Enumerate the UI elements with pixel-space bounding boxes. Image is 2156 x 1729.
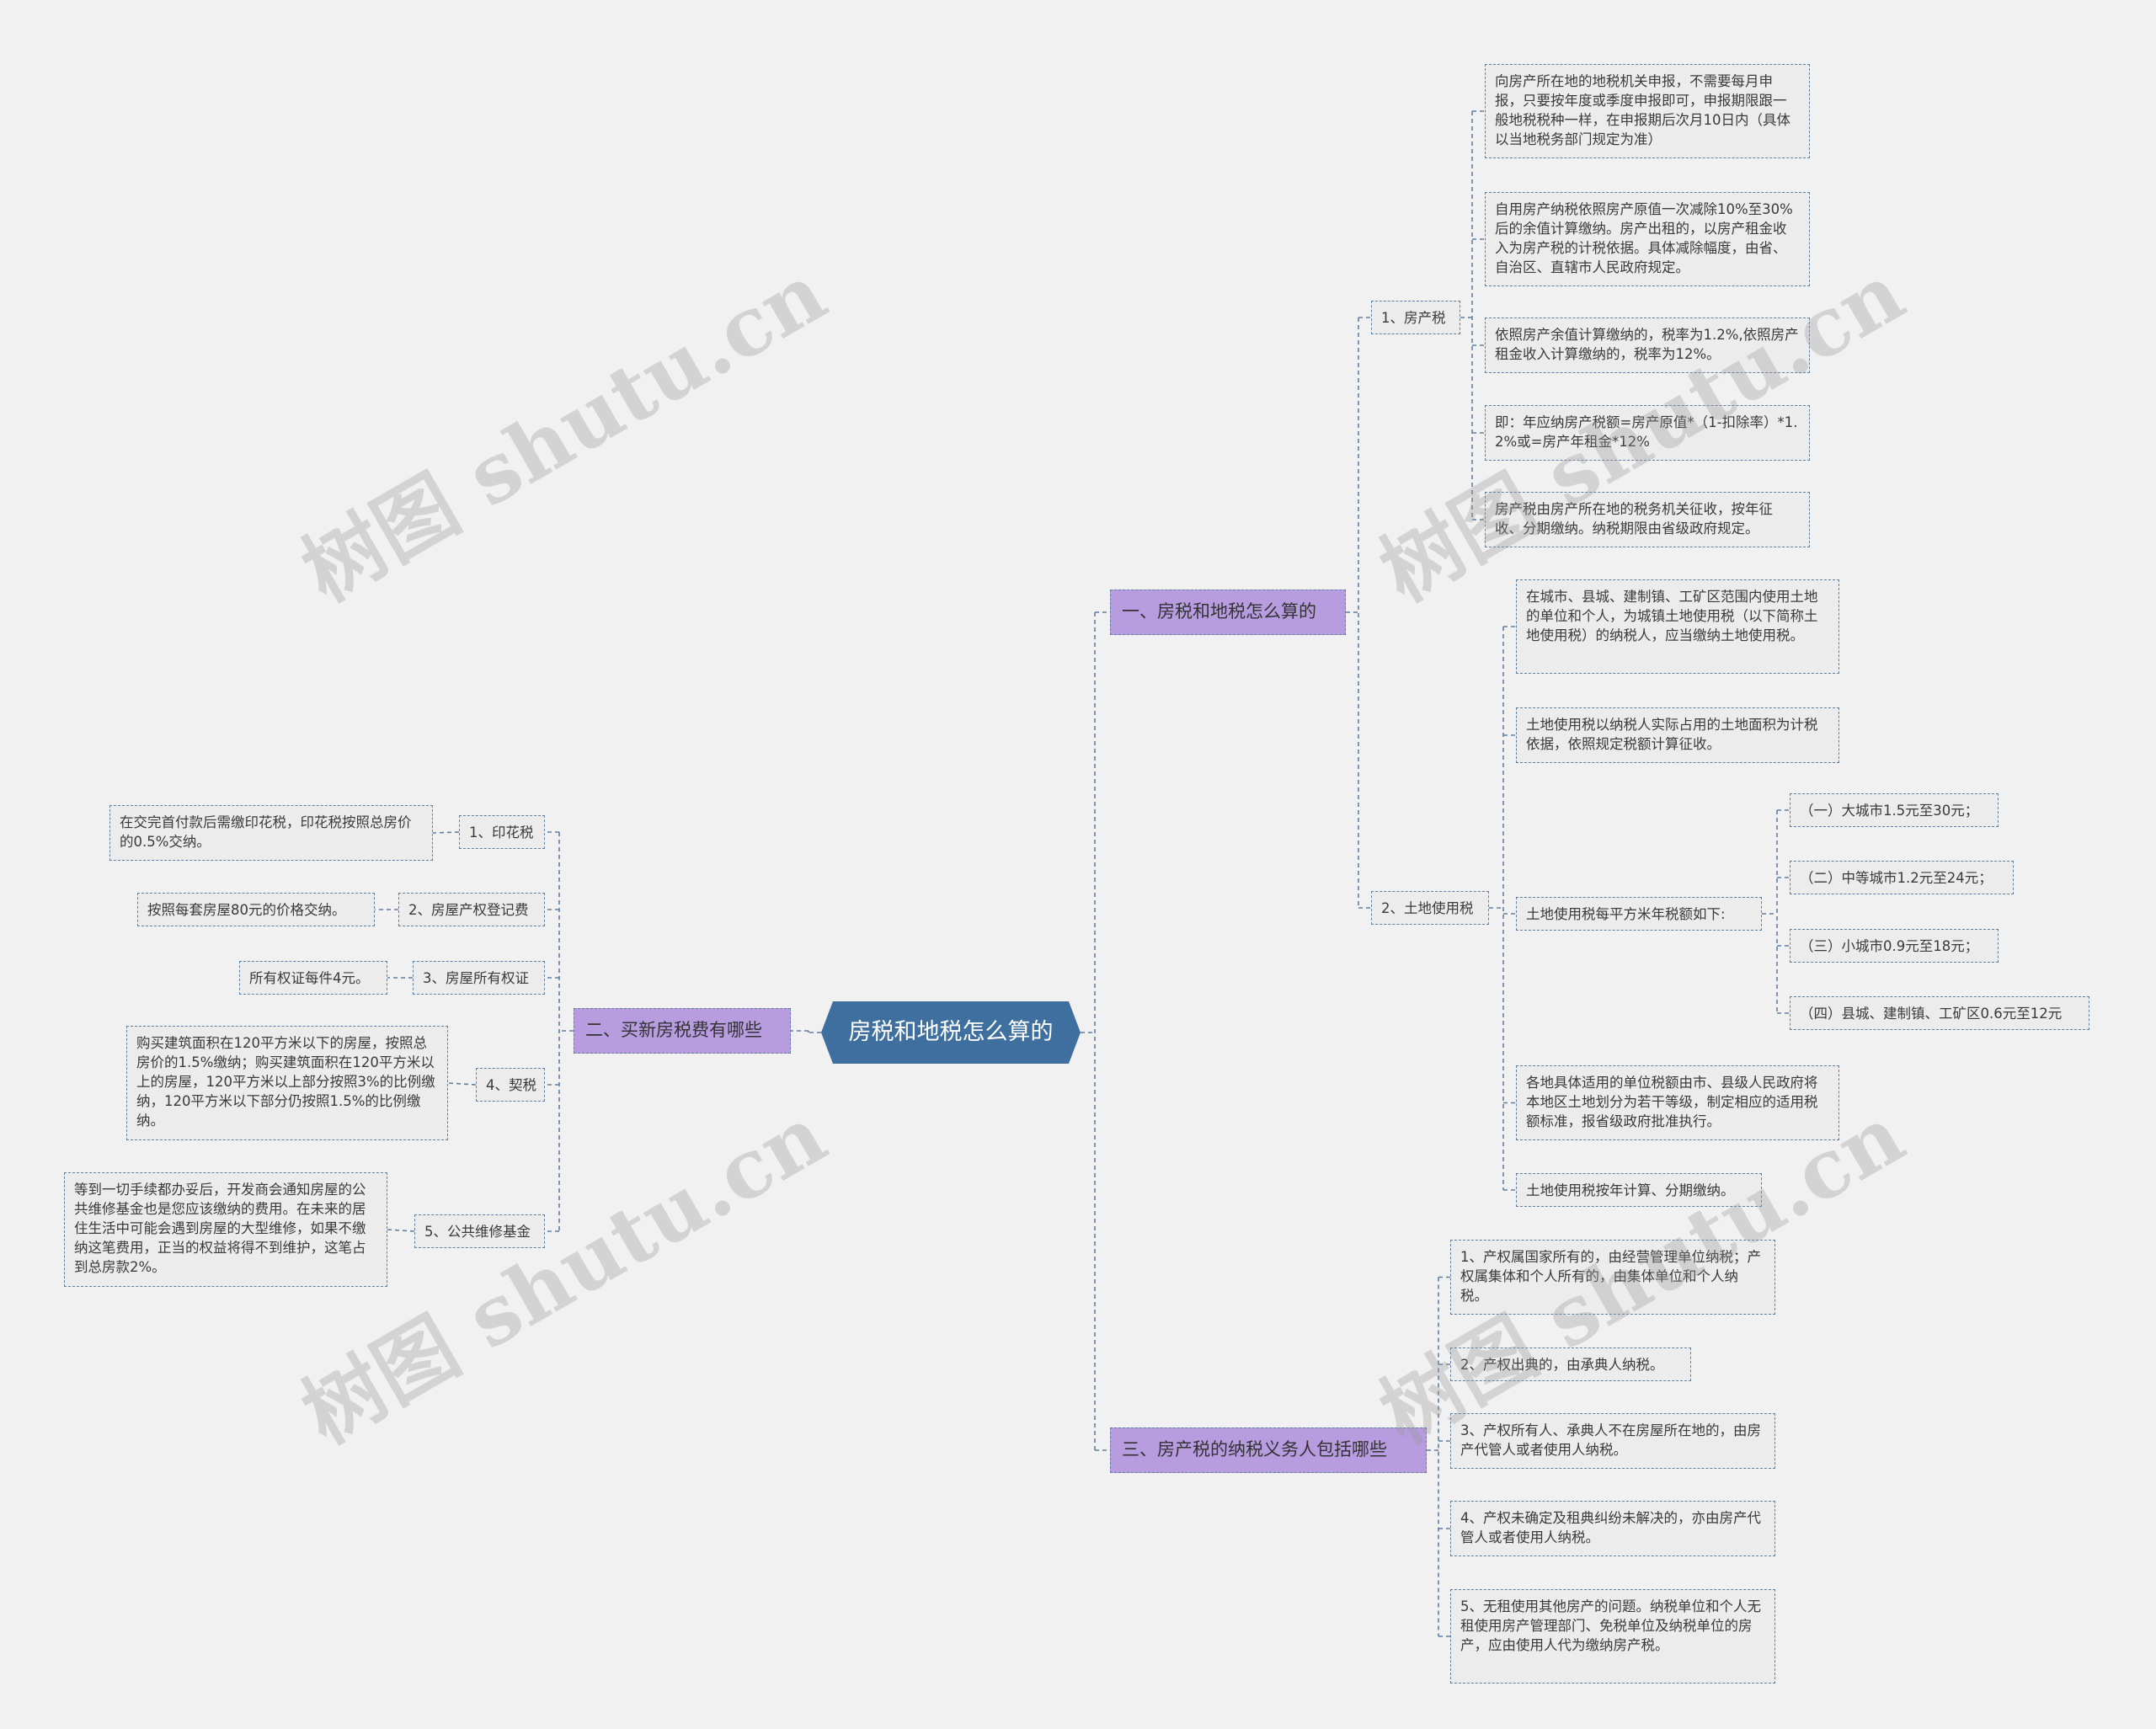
leaf-land-tax-local-standard[interactable]: 各地具体适用的单位税额由市、县级人民政府将本地区土地划分为若干等级，制定相应的适… xyxy=(1516,1065,1839,1140)
leaf-land-tax-taxpayer[interactable]: 在城市、县城、建制镇、工矿区范围内使用土地的单位和个人，为城镇土地使用税（以下简… xyxy=(1516,579,1839,674)
topic-deed-tax[interactable]: 4、契税 xyxy=(476,1068,545,1102)
topic-registration-fee[interactable]: 2、房屋产权登记费 xyxy=(398,893,545,926)
leaf-property-tax-rate[interactable]: 依照房产余值计算缴纳的，税率为1.2%,依照房产租金收入计算缴纳的，税率为12%… xyxy=(1485,318,1810,373)
leaf-land-tax-payment[interactable]: 土地使用税按年计算、分期缴纳。 xyxy=(1516,1173,1762,1207)
leaf-rate-small-city[interactable]: （三）小城市0.9元至18元； xyxy=(1790,929,1999,963)
connector-line xyxy=(387,1229,415,1232)
connector-line xyxy=(432,831,460,834)
topic-land-use-tax[interactable]: 2、土地使用税 xyxy=(1371,891,1489,925)
leaf-taxpayer-state-collective[interactable]: 1、产权属国家所有的，由经营管理单位纳税；产权属集体和个人所有的，由集体单位和个… xyxy=(1450,1240,1775,1315)
leaf-rate-county-town[interactable]: （四）县城、建制镇、工矿区0.6元至12元 xyxy=(1790,996,2089,1030)
topic-ownership-certificate[interactable]: 3、房屋所有权证 xyxy=(413,961,545,995)
leaf-maintenance-fund[interactable]: 等到一切手续都办妥后，开发商会通知房屋的公共维修基金也是您应该缴纳的费用。在未来… xyxy=(64,1172,387,1287)
leaf-ownership-certificate[interactable]: 所有权证每件4元。 xyxy=(239,961,387,995)
leaf-rate-medium-city[interactable]: （二）中等城市1.2元至24元； xyxy=(1790,861,2014,894)
connector-line xyxy=(447,1082,477,1086)
root-topic[interactable]: 房税和地税怎么算的 xyxy=(821,1001,1081,1064)
branch-taxpayers[interactable]: 三、房产税的纳税义务人包括哪些 xyxy=(1110,1427,1427,1473)
leaf-taxpayer-undetermined[interactable]: 4、产权未确定及租典纠纷未解决的，亦由房产代管人或者使用人纳税。 xyxy=(1450,1501,1775,1556)
leaf-taxpayer-pledge[interactable]: 2、产权出典的，由承典人纳税。 xyxy=(1450,1347,1691,1381)
leaf-property-tax-filing[interactable]: 向房产所在地的地税机关申报，不需要每月申报，只要按年度或季度申报即可，申报期限跟… xyxy=(1485,64,1810,158)
leaf-property-tax-basis[interactable]: 自用房产纳税依照房产原值一次减除10%至30%后的余值计算缴纳。房产出租的，以房… xyxy=(1485,192,1810,286)
topic-maintenance-fund[interactable]: 5、公共维修基金 xyxy=(414,1214,545,1248)
leaf-registration-fee[interactable]: 按照每套房屋80元的价格交纳。 xyxy=(137,893,375,926)
leaf-land-tax-basis[interactable]: 土地使用税以纳税人实际占用的土地面积为计税依据，依照规定税额计算征收。 xyxy=(1516,707,1839,763)
leaf-stamp-duty[interactable]: 在交完首付款后需缴印花税，印花税按照总房价的0.5%交纳。 xyxy=(109,805,433,861)
leaf-deed-tax[interactable]: 购买建筑面积在120平方米以下的房屋，按照总房价的1.5%缴纳；购买建筑面积在1… xyxy=(126,1026,448,1140)
topic-property-tax[interactable]: 1、房产税 xyxy=(1371,301,1460,334)
branch-new-home-fees[interactable]: 二、买新房税费有哪些 xyxy=(574,1008,791,1054)
leaf-land-tax-annual-rates[interactable]: 土地使用税每平方米年税额如下: xyxy=(1516,897,1762,931)
leaf-rate-large-city[interactable]: （一）大城市1.5元至30元； xyxy=(1790,793,1999,827)
leaf-taxpayer-rent-free[interactable]: 5、无租使用其他房产的问题。纳税单位和个人无租使用房产管理部门、免税单位及纳税单… xyxy=(1450,1589,1775,1684)
leaf-taxpayer-absent-owner[interactable]: 3、产权所有人、承典人不在房屋所在地的，由房产代管人或者使用人纳税。 xyxy=(1450,1413,1775,1469)
topic-stamp-duty[interactable]: 1、印花税 xyxy=(459,815,545,849)
leaf-property-tax-collection[interactable]: 房产税由房产所在地的税务机关征收，按年征收、分期缴纳。纳税期限由省级政府规定。 xyxy=(1485,492,1810,547)
leaf-property-tax-formula[interactable]: 即：年应纳房产税额=房产原值*（1-扣除率）*1.2%或=房产年租金*12% xyxy=(1485,405,1810,461)
branch-house-and-land-tax[interactable]: 一、房税和地税怎么算的 xyxy=(1110,590,1346,635)
